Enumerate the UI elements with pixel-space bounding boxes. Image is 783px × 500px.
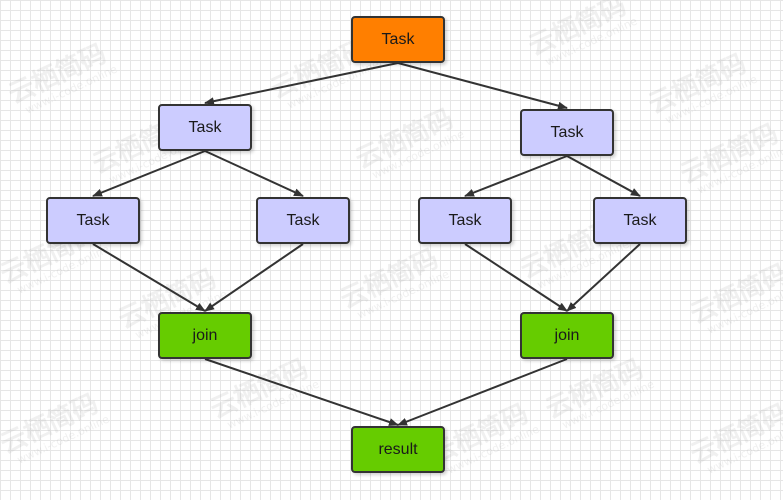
right-task-node[interactable]: Task (520, 109, 614, 156)
edge-left-task-to-left-right-task (204, 150, 304, 197)
right-join-node[interactable]: join (520, 312, 614, 359)
edge-right-task-to-right-left-task (464, 155, 568, 197)
right-right-task-node[interactable]: Task (593, 197, 687, 244)
edge-left-left-task-to-left-join (92, 243, 206, 312)
edge-right-left-task-to-right-join (464, 243, 568, 312)
left-right-task-label: Task (286, 211, 320, 229)
edge-right-join-to-result (397, 358, 568, 426)
result-node[interactable]: result (351, 426, 445, 473)
edge-root-to-left-task (204, 62, 399, 106)
right-right-task-label: Task (623, 211, 657, 229)
right-left-task-node[interactable]: Task (418, 197, 512, 244)
right-join-label: join (554, 326, 580, 344)
edge-left-right-task-to-left-join (204, 243, 304, 312)
left-left-task-label: Task (76, 211, 110, 229)
edge-root-to-right-task (397, 62, 568, 110)
left-left-task-node[interactable]: Task (46, 197, 140, 244)
edge-left-join-to-result (204, 358, 399, 426)
right-left-task-label: Task (448, 211, 482, 229)
left-join-label: join (192, 326, 218, 344)
left-task-label: Task (188, 118, 222, 136)
result-label: result (378, 440, 418, 458)
left-join-node[interactable]: join (158, 312, 252, 359)
edge-right-task-to-right-right-task (566, 155, 641, 197)
edge-right-right-task-to-right-join (566, 243, 641, 312)
left-right-task-node[interactable]: Task (256, 197, 350, 244)
edge-left-task-to-left-left-task (92, 150, 206, 197)
left-task-node[interactable]: Task (158, 104, 252, 151)
root-task-node[interactable]: Task (351, 16, 445, 63)
root-task-label: Task (381, 30, 415, 48)
right-task-label: Task (550, 123, 584, 141)
